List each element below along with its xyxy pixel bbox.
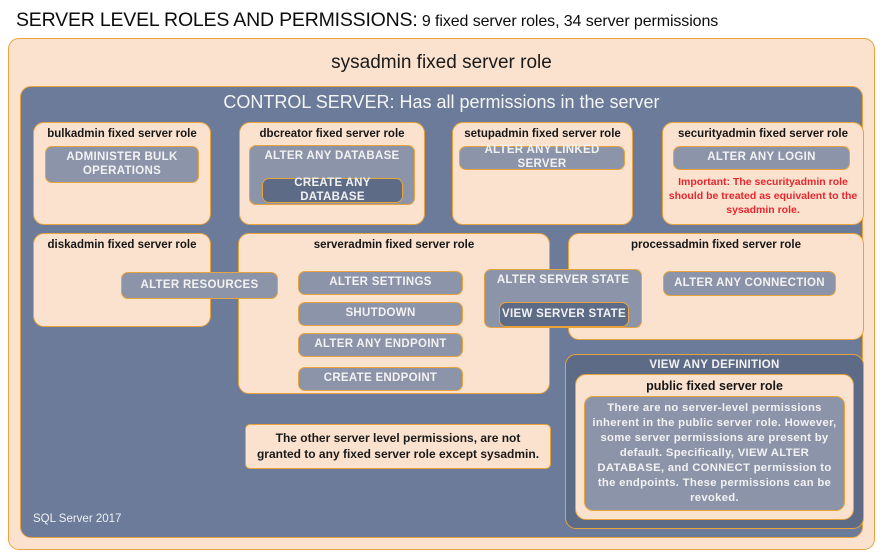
role-box-securityadmin (662, 122, 864, 225)
permission-alter-any-connection: ALTER ANY CONNECTION (663, 271, 836, 296)
role-box-setupadmin (452, 122, 633, 225)
other-permissions-note: The other server level permissions, are … (245, 424, 551, 469)
permission-create-any-database: CREATE ANY DATABASE (262, 177, 403, 203)
page-title: SERVER LEVEL ROLES AND PERMISSIONS: 9 fi… (16, 9, 876, 37)
permission-alter-resources: ALTER RESOURCES (121, 272, 278, 299)
role-label-setupadmin: setupadmin fixed server role (464, 128, 621, 140)
permission-shutdown: SHUTDOWN (298, 302, 463, 326)
permission-view-any-definition-label: VIEW ANY DEFINITION (649, 359, 780, 371)
public-role-note: There are no server-level permissions in… (584, 396, 845, 511)
securityadmin-important-note: Important: The securityadmin role should… (668, 176, 858, 217)
permission-create-endpoint: CREATE ENDPOINT (298, 367, 463, 391)
permission-alter-any-linked-server: ALTER ANY LINKED SERVER (459, 144, 625, 170)
page-title-main: SERVER LEVEL ROLES AND PERMISSIONS: (16, 9, 418, 31)
permission-alter-any-database-label: ALTER ANY DATABASE (264, 150, 400, 162)
role-label-public: public fixed server role (646, 379, 783, 393)
role-label-diskadmin: diskadmin fixed server role (47, 239, 197, 251)
permission-alter-server-state-label: ALTER SERVER STATE (496, 274, 630, 286)
sysadmin-role-label: sysadmin fixed server role (331, 52, 552, 73)
role-label-securityadmin: securityadmin fixed server role (677, 128, 849, 140)
control-server-label: CONTROL SERVER: Has all permissions in t… (223, 92, 660, 112)
role-label-processadmin: processadmin fixed server role (630, 239, 802, 251)
permission-alter-any-endpoint: ALTER ANY ENDPOINT (298, 333, 463, 357)
role-label-serveradmin: serveradmin fixed server role (313, 239, 475, 251)
permission-alter-any-login: ALTER ANY LOGIN (673, 146, 850, 170)
page-title-subtitle: 9 fixed server roles, 34 server permissi… (417, 13, 719, 30)
permission-view-server-state: VIEW SERVER STATE (499, 302, 629, 327)
role-label-bulkadmin: bulkadmin fixed server role (47, 128, 197, 140)
role-label-dbcreator: dbcreator fixed server role (259, 128, 405, 140)
permission-alter-settings: ALTER SETTINGS (298, 271, 463, 295)
sql-server-version-label: SQL Server 2017 (33, 513, 122, 525)
permission-administer-bulk-operations: ADMINISTER BULK OPERATIONS (45, 146, 199, 183)
